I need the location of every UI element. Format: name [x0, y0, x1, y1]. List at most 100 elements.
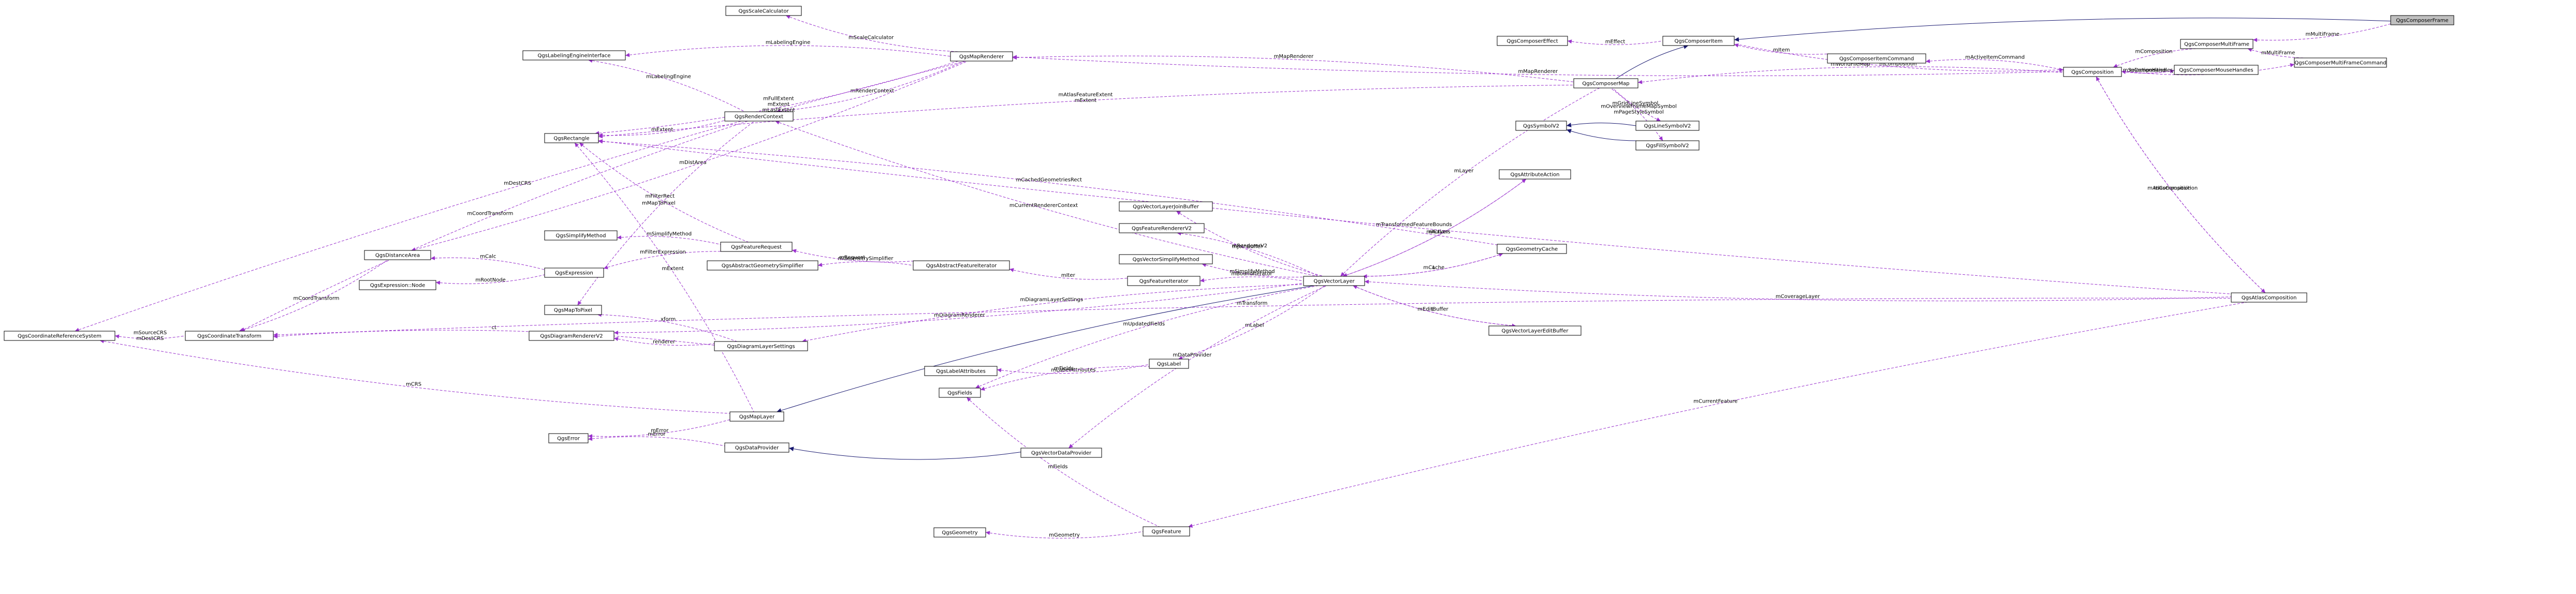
class-node-qgs-diagram-renderer-v2[interactable]: QgsDiagramRendererV2: [529, 331, 614, 341]
edge-line: [1610, 87, 1663, 141]
class-node-qgs-rectangle[interactable]: QgsRectangle: [544, 133, 599, 143]
class-node-qgs-composer-item[interactable]: QgsComposerItem: [1662, 36, 1735, 46]
class-node-qgs-map-renderer[interactable]: QgsMapRenderer: [950, 51, 1013, 62]
edge-qgs-vector-layer-to-qgs-vector-layer-edit-buffer: L: [1353, 285, 1516, 326]
class-name: QgsLineSymbolV2: [1644, 124, 1691, 129]
class-node-qgs-map-to-pixel[interactable]: QgsMapToPixel: [544, 305, 602, 315]
class-node-qgs-composer-effect[interactable]: QgsComposerEffect: [1497, 36, 1568, 46]
class-node-qgs-coordinate-reference-system[interactable]: QgsCoordinateReferenceSystem: [4, 331, 115, 341]
edge-qgs-atlas-composition-to-qgs-composition: mAtlasComposition: [2096, 76, 2266, 293]
class-node-qgs-fill-symbol-v2[interactable]: QgsFillSymbolV2: [1635, 140, 1700, 151]
class-name: QgsComposerMultiFrame: [2184, 42, 2249, 48]
class-name: QgsRenderContext: [735, 114, 783, 120]
class-node-qgs-feature-iterator[interactable]: QgsFeatureIterator: [1127, 276, 1201, 286]
class-node-qgs-diagram-layer-settings[interactable]: QgsDiagramLayerSettings: [714, 341, 808, 351]
class-node-qgs-map-layer[interactable]: QgsMapLayer: [729, 411, 784, 422]
edge-line: [598, 84, 1574, 139]
class-node-qgs-error[interactable]: QgsError: [548, 433, 589, 443]
class-node-qgs-composer-multi-frame[interactable]: QgsComposerMultiFrame: [2180, 39, 2253, 49]
class-node-qgs-scale-calculator[interactable]: QgsScaleCalculator: [725, 6, 802, 16]
class-node-qgs-fields[interactable]: QgsFields: [939, 388, 981, 398]
class-name: QgsComposerItemCommand: [1839, 56, 1914, 62]
edge-line: [2252, 23, 2391, 42]
class-name: QgsFields: [947, 391, 972, 396]
class-box: [2390, 15, 2454, 25]
class-node-qgs-composer-item-command[interactable]: QgsComposerItemCommand: [1827, 53, 1926, 64]
class-name: QgsVectorLayerEditBuffer: [1502, 329, 1569, 334]
class-node-qgs-attribute-action[interactable]: QgsAttributeAction: [1499, 169, 1571, 180]
class-box: [724, 442, 789, 453]
edge-label: mDistArea: [679, 160, 706, 166]
class-node-qgs-composer-map[interactable]: QgsComposerMap: [1573, 78, 1638, 88]
class-name: QgsFeatureRequest: [731, 245, 782, 250]
class-node-qgs-simplify-method[interactable]: QgsSimplifyMethod: [544, 230, 618, 241]
class-name: QgsComposition: [2071, 70, 2114, 76]
class-box: [544, 133, 599, 143]
edge-line: [1199, 276, 1304, 283]
edge-qgs-map-to-pixel-to-qgs-diagram-layer-settings: xform: [597, 313, 737, 342]
edge-line: [817, 261, 914, 267]
edge-label: mRendererV2: [1232, 243, 1268, 249]
class-box: [2231, 292, 2307, 303]
class-node-qgs-geometry[interactable]: QgsGeometry: [933, 527, 986, 538]
edge-line: [785, 15, 959, 52]
class-node-qgs-vector-layer-edit-buffer[interactable]: QgsVectorLayerEditBuffer: [1488, 325, 1582, 336]
class-name: QgsExpression::Node: [370, 283, 426, 289]
edge-line: [240, 121, 748, 332]
class-node-qgs-vector-layer-join-buffer[interactable]: QgsVectorLayerJoinBuffer: [1119, 201, 1213, 212]
class-box: [720, 242, 793, 252]
class-node-qgs-symbol-v2[interactable]: QgsSymbolV2: [1515, 121, 1567, 131]
class-name: QgsFeatureRendererV2: [1132, 226, 1192, 232]
class-node-qgs-vector-layer[interactable]: QgsVectorLayer: [1303, 276, 1365, 286]
edge-line: [430, 256, 545, 270]
edge-line: [1178, 285, 1325, 360]
edge-label: mEditBuffer: [1417, 307, 1448, 313]
class-node-qgs-feature-renderer-v2[interactable]: QgsFeatureRendererV2: [1119, 223, 1205, 233]
class-node-qgs-line-symbol-v2[interactable]: QgsLineSymbolV2: [1635, 121, 1700, 131]
class-node-qgs-composer-frame[interactable]: QgsComposerFrame: [2390, 15, 2454, 25]
class-box: [529, 331, 614, 341]
class-node-qgs-geometry-cache[interactable]: QgsGeometryCache: [1497, 244, 1567, 254]
class-name: QgsError: [557, 436, 580, 442]
class-node-qgs-render-context[interactable]: QgsRenderContext: [724, 111, 794, 122]
class-node-qgs-expression-node[interactable]: QgsExpression::Node: [359, 280, 436, 290]
class-node-qgs-data-provider[interactable]: QgsDataProvider: [724, 442, 789, 453]
class-node-qgs-vector-data-provider[interactable]: QgsVectorDataProvider: [1020, 448, 1102, 458]
class-name: QgsAtlasComposition: [2242, 295, 2297, 301]
class-name: QgsComposerMouseHandles: [2179, 68, 2253, 73]
class-node-qgs-abstract-feature-iterator[interactable]: QgsAbstractFeatureIterator: [913, 260, 1010, 271]
class-node-qgs-feature[interactable]: QgsFeature: [1143, 526, 1190, 537]
edge-label: mUpdatedFields: [1123, 321, 1165, 327]
class-name: QgsMapLayer: [739, 414, 775, 420]
edge-qgs-composer-item-to-qgs-composer-map: [1616, 44, 1689, 79]
edge-qgs-symbol-v2-to-qgs-fill-symbol-v2: [1566, 129, 1638, 141]
edge-label: mFilterRect: [646, 194, 675, 199]
class-node-qgs-label[interactable]: QgsLabel: [1149, 359, 1189, 369]
class-node-qgs-atlas-composition[interactable]: QgsAtlasComposition: [2231, 292, 2307, 303]
edge-line: [1567, 39, 1663, 45]
class-node-qgs-composer-multi-frame-command[interactable]: QgsComposerMultiFrameCommand: [2294, 57, 2387, 68]
edge-line: [967, 397, 1160, 527]
class-node-qgs-vector-simplify-method[interactable]: QgsVectorSimplifyMethod: [1119, 254, 1213, 264]
edge-label: mRequest: [839, 255, 865, 260]
edge-line: [775, 121, 1318, 277]
class-node-qgs-feature-request[interactable]: QgsFeatureRequest: [720, 242, 793, 252]
edge-line: [99, 339, 730, 414]
class-node-qgs-labeling-engine-interface[interactable]: QgsLabelingEngineInterface: [522, 50, 626, 61]
class-node-qgs-composition[interactable]: QgsComposition: [2063, 67, 2122, 77]
class-node-qgs-label-attributes[interactable]: QgsLabelAttributes: [924, 366, 998, 376]
edge-label: mTransformedFeatureBounds: [1376, 222, 1452, 228]
edge-line: [588, 419, 730, 438]
class-node-qgs-distance-area[interactable]: QgsDistanceArea: [364, 250, 431, 260]
class-node-qgs-abstract-geometry-simplifier[interactable]: QgsAbstractGeometrySimplifier: [707, 260, 818, 271]
edge-line: [2096, 76, 2266, 293]
class-node-qgs-coordinate-transform[interactable]: QgsCoordinateTransform: [185, 331, 274, 341]
edge-label: mCurrentRendererContext: [1009, 203, 1078, 209]
edge-line: [1342, 179, 1527, 277]
class-node-qgs-expression[interactable]: QgsExpression: [544, 268, 604, 278]
class-node-qgs-composer-mouse-handles[interactable]: QgsComposerMouseHandles: [2174, 65, 2259, 75]
class-box: [544, 230, 618, 241]
edge-line: [788, 447, 1021, 460]
edge-qgs-composer-item-to-qgs-composer-item-command: mItem: [1734, 43, 1829, 55]
